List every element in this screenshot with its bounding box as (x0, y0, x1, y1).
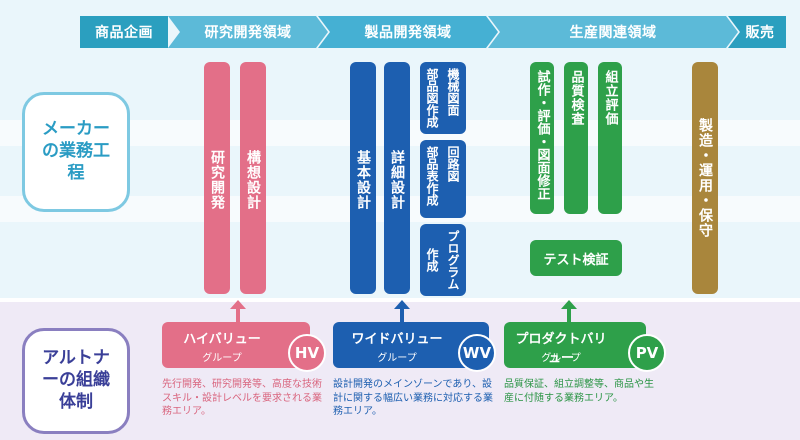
task-label: 作成 (425, 248, 439, 272)
group-badge: HV (288, 334, 326, 372)
task-label: 試作・評価・図面修正 (534, 70, 550, 200)
task-label: 回路図 (446, 146, 460, 182)
group-product-value: プロダクトバリュー グループ (504, 322, 646, 368)
task-detail-design: 詳細設計 (384, 62, 410, 294)
task-label: 構想設計 (245, 150, 261, 210)
group-sub: グループ (202, 353, 242, 364)
group-name: ハイバリュー (183, 332, 261, 347)
area-divider (0, 298, 800, 302)
task-label: 部品表作成 (425, 146, 439, 206)
phase-production: 生産関連領域 (488, 16, 738, 48)
task-label: 組立評価 (602, 70, 618, 126)
task-parts-drawing: 機械図面 部品図作成 (420, 62, 466, 134)
group-badge: WV (458, 334, 496, 372)
phase-planning: 商品企画 (80, 16, 168, 48)
up-arrow-icon (230, 300, 246, 326)
task-research-dev: 研究開発 (204, 62, 230, 294)
task-parts-list: 回路図 部品表作成 (420, 140, 466, 218)
group-description: 品質保証、組立調整等、商品や生産に付随する業務エリア。 (504, 379, 654, 404)
task-mfg-ops: 製造・運用・保守 (692, 62, 718, 294)
phase-research: 研究開発領域 (168, 16, 328, 48)
task-label: プログラム (446, 230, 460, 290)
maker-process-label: メーカーの業務工程 (22, 92, 130, 212)
alternet-org-text: アルトナーの組織体制 (42, 348, 110, 412)
group-sub: グループ (541, 353, 581, 364)
task-label: 部品図作成 (425, 68, 439, 128)
task-assembly-eval: 組立評価 (598, 62, 622, 214)
up-arrow-icon (394, 300, 410, 326)
task-program: プログラム 作成 (420, 224, 466, 296)
task-test-verify: テスト検証 (530, 240, 622, 276)
task-label: 機械図面 (446, 68, 460, 116)
task-label: 製造・運用・保守 (697, 118, 713, 238)
task-basic-design: 基本設計 (350, 62, 376, 294)
task-label: 詳細設計 (389, 150, 405, 210)
group-sub: グループ (377, 353, 417, 364)
task-label: 品質検査 (568, 70, 584, 126)
group-name: ワイドバリュー (351, 332, 443, 347)
group-name: プロダクトバリュー (515, 332, 607, 366)
up-arrow-icon (561, 300, 577, 326)
alternet-org-label: アルトナーの組織体制 (22, 328, 130, 434)
task-quality-check: 品質検査 (564, 62, 588, 214)
group-badge: PV (628, 334, 666, 372)
group-description: 設計開発のメインゾーンであり、設計に関する幅広い業務に対応する業務エリア。 (333, 379, 493, 417)
maker-process-text: メーカーの業務工程 (42, 119, 110, 183)
group-description: 先行開発、研究開発等、高度な技術スキル・設計レベルを要求される業務エリア。 (162, 379, 322, 417)
task-concept-design: 構想設計 (240, 62, 266, 294)
group-high-value: ハイバリュー グループ (162, 322, 310, 368)
task-prototype-eval: 試作・評価・図面修正 (530, 62, 554, 214)
task-label: 研究開発 (209, 150, 225, 210)
phase-product: 製品開発領域 (318, 16, 498, 48)
task-label: 基本設計 (355, 150, 371, 210)
